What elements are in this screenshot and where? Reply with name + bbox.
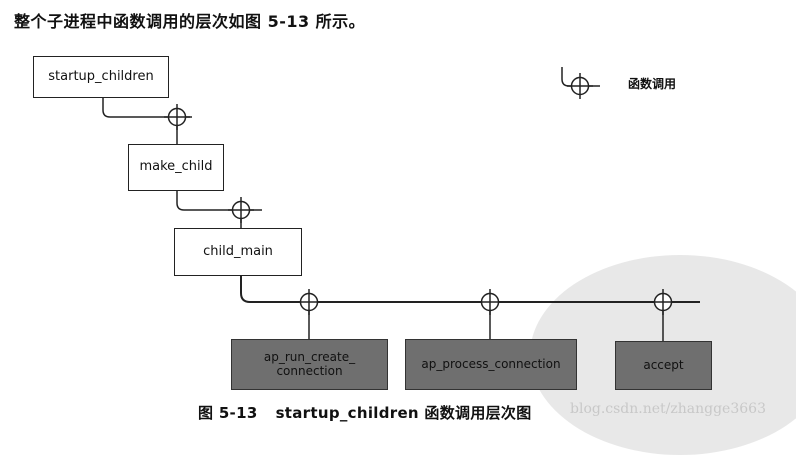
call-hierarchy-diagram (102, 67, 700, 341)
call-marker-icon (228, 197, 254, 223)
figure-number: 图 5-13 (198, 404, 258, 422)
call-marker-icon (650, 289, 676, 315)
node-startup-children: startup_children (33, 56, 169, 98)
connector-main-to-calls (240, 276, 700, 303)
legend-label: 函数调用 (628, 77, 677, 91)
node-make-child: make_child (128, 144, 224, 191)
call-marker-icon (296, 289, 322, 315)
node-ap-process-connection: ap_process_connection (405, 339, 577, 390)
intro-text: 整个子进程中函数调用的层次如图 5-13 所示。 (14, 12, 366, 31)
node-child-main: child_main (174, 228, 302, 276)
figure-caption-text: startup_children 函数调用层次图 (275, 404, 532, 422)
connector-startup-to-make (102, 98, 192, 118)
node-accept: accept (615, 341, 712, 390)
call-marker-icon (477, 289, 503, 315)
connector-make-to-main (176, 191, 262, 211)
watermark-url: blog.csdn.net/zhangge3663 (570, 401, 766, 417)
figure-caption: 图 5-13 startup_children 函数调用层次图 (198, 402, 532, 423)
call-marker-icon (164, 104, 190, 130)
function-call-icon (567, 73, 593, 99)
node-ap-run-create-connection: ap_run_create_ connection (231, 339, 388, 390)
